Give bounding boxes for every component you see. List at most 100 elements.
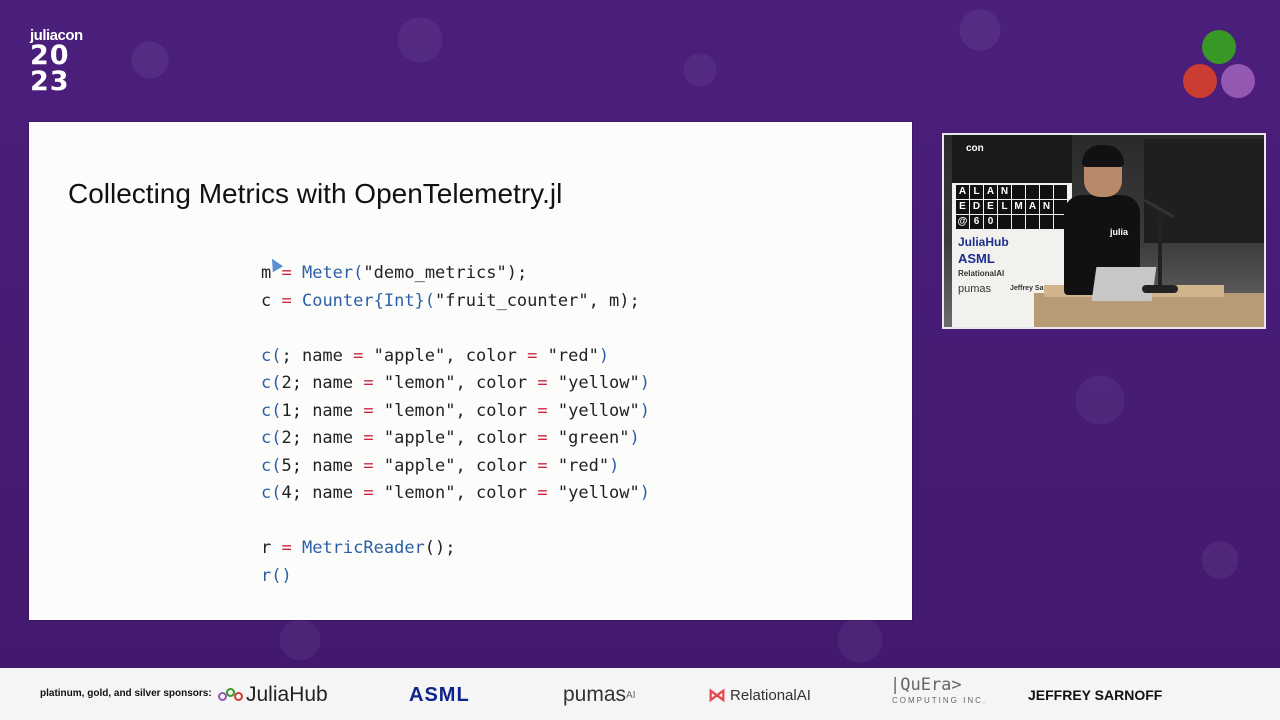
- code-line: c(; name = "apple", color = "red"): [261, 343, 650, 371]
- backdrop-header: con: [952, 135, 1072, 183]
- backdrop-sponsor-relational: RelationalAI: [958, 269, 1005, 278]
- code-token: =: [363, 455, 374, 476]
- backdrop-grid-cell: [1054, 200, 1067, 214]
- presentation-slide: Collecting Metrics with OpenTelemetry.jl…: [29, 122, 912, 620]
- sponsor-bar: platinum, gold, and silver sponsors: Jul…: [0, 668, 1280, 720]
- code-token: =: [271, 263, 302, 283]
- code-token: =: [537, 428, 548, 448]
- code-token: 4; name: [281, 483, 364, 503]
- code-token: ): [639, 483, 651, 503]
- code-token: "fruit_counter", m: [435, 290, 620, 311]
- code-token: ): [598, 345, 610, 366]
- code-token: (: [353, 263, 364, 283]
- code-token: (: [424, 290, 436, 311]
- backdrop-grid-cell: @: [956, 215, 969, 229]
- backdrop-sponsor-pumas: pumas: [958, 283, 992, 295]
- julia-dots-logo: [1180, 30, 1260, 102]
- code-token: ; name: [281, 345, 354, 366]
- code-token: =: [363, 428, 374, 448]
- red-dot-icon: [1183, 64, 1217, 98]
- code-token: "yellow": [547, 483, 640, 503]
- code-token: "yellow": [547, 373, 640, 393]
- sponsor-juliahub-text: JuliaHub: [246, 683, 328, 706]
- backdrop-grid-cell: [1054, 185, 1067, 199]
- code-line: c(1; name = "lemon", color = "yellow"): [261, 398, 650, 426]
- backdrop-grid-cell: [998, 215, 1011, 229]
- code-token: "red": [537, 345, 599, 366]
- backdrop-sponsor-sarnoff: Jeffrey Sar: [1010, 285, 1047, 292]
- code-token: r(): [261, 565, 292, 586]
- code-token: ): [639, 373, 651, 393]
- sponsor-relationalai-text: RelationalAI: [730, 686, 811, 704]
- backdrop-grid-cell: N: [998, 185, 1011, 199]
- sponsor-pumas-text: pumas: [563, 683, 627, 706]
- sponsor-quera-subtext: COMPUTING INC.: [892, 696, 988, 705]
- code-token: "green": [547, 428, 630, 448]
- backdrop-sponsor-asml: ASML: [958, 251, 995, 266]
- code-token: MetricReader: [301, 538, 425, 558]
- sponsor-quera-text: |QuEra>: [890, 675, 962, 695]
- backdrop-grid-cell: [1040, 215, 1053, 229]
- code-line: c(2; name = "lemon", color = "yellow"): [261, 370, 650, 398]
- backdrop-grid-cell: [1026, 185, 1039, 199]
- code-token: =: [271, 290, 302, 311]
- code-token: Meter: [301, 263, 354, 283]
- code-token: =: [353, 345, 364, 366]
- backdrop-grid-cell: [1040, 185, 1053, 199]
- green-dot-icon: [1202, 30, 1236, 64]
- code-token: "apple", color: [363, 345, 528, 366]
- backdrop-grid-cell: 0: [984, 215, 997, 229]
- video-background-screen: [1144, 139, 1264, 243]
- code-token: =: [527, 345, 538, 366]
- code-token: "apple", color: [373, 455, 538, 476]
- microphone-base: [1142, 285, 1178, 293]
- code-token: ): [609, 455, 620, 476]
- juliacon-logo-year-top: 20: [30, 40, 70, 71]
- code-line: m = Meter("demo_metrics");: [261, 260, 650, 288]
- backdrop-grid-cell: A: [984, 185, 997, 199]
- code-token: =: [537, 373, 548, 393]
- code-token: 5; name: [281, 455, 364, 476]
- code-token: r: [261, 538, 272, 558]
- backdrop-sponsor-juliahub: JuliaHub: [958, 235, 1009, 249]
- code-token: c(: [261, 400, 282, 421]
- code-line: c = Counter{Int}("fruit_counter", m);: [261, 288, 650, 316]
- purple-dot-icon: [1221, 64, 1255, 98]
- code-token: "lemon", color: [373, 483, 538, 503]
- backdrop-con-text: con: [966, 143, 984, 154]
- juliahub-dots-icon: [218, 688, 244, 702]
- code-token: c: [261, 290, 272, 311]
- code-token: ();: [424, 538, 456, 558]
- code-token: c(: [261, 373, 282, 393]
- sponsor-relationalai: ⋈ RelationalAI: [708, 680, 811, 710]
- code-token: "lemon", color: [373, 400, 538, 421]
- code-token: "yellow": [547, 400, 640, 421]
- code-token: "red": [547, 455, 610, 476]
- code-token: m: [261, 263, 272, 283]
- code-token: Counter{Int}: [301, 290, 425, 311]
- code-token: "demo_metrics": [363, 263, 507, 283]
- juliacon-logo: juliacon 20 23: [30, 28, 92, 95]
- code-line: c(2; name = "apple", color = "green"): [261, 425, 650, 453]
- code-blank-line: [261, 508, 650, 536]
- backdrop-grid-cell: E: [956, 200, 969, 214]
- sponsor-pumas: pumas AI: [563, 680, 635, 710]
- backdrop-grid-cell: N: [1040, 200, 1053, 214]
- juliacon-logo-year-bottom: 23: [30, 66, 70, 97]
- backdrop-grid-cell: A: [1026, 200, 1039, 214]
- backdrop-grid-cell: E: [984, 200, 997, 214]
- code-line: r = MetricReader();: [261, 535, 650, 563]
- code-token: "lemon", color: [373, 373, 538, 393]
- code-token: c(: [261, 483, 282, 503]
- laptop: [1091, 267, 1157, 301]
- speaker-shirt-logo: julia: [1110, 227, 1129, 237]
- code-token: =: [363, 400, 374, 421]
- sponsor-juliahub: JuliaHub: [218, 680, 328, 710]
- code-token: =: [537, 400, 548, 421]
- slide-title: Collecting Metrics with OpenTelemetry.jl: [68, 178, 563, 209]
- code-line: c(4; name = "lemon", color = "yellow"): [261, 480, 650, 508]
- code-token: =: [537, 455, 548, 476]
